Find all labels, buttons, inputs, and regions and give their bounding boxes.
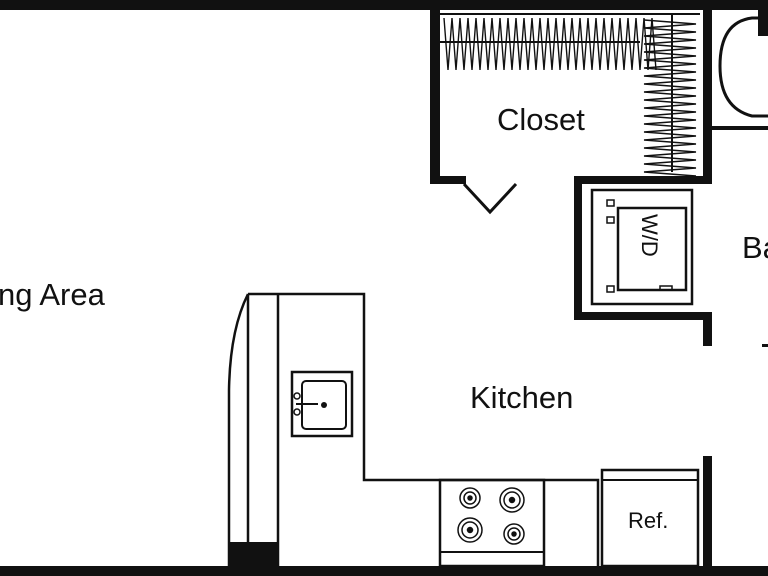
burner — [457, 487, 525, 545]
stove — [438, 478, 546, 568]
refrigerator — [600, 468, 700, 568]
kitchen-counter — [227, 292, 600, 566]
washer-dryer-label: W/D — [637, 214, 662, 257]
sink — [290, 370, 354, 438]
kitchen-label: Kitchen — [470, 380, 573, 415]
living-area-label: ng Area — [0, 277, 106, 312]
counter-end-block — [229, 542, 279, 566]
bathtub — [712, 16, 768, 130]
bath-label: Ba — [742, 230, 768, 265]
closet-label: Closet — [497, 102, 585, 137]
closet-rod — [440, 13, 700, 177]
refrigerator-label: Ref. — [628, 508, 668, 533]
closet-door-swing — [462, 182, 518, 215]
bath-walls — [574, 176, 768, 566]
closet-walls — [430, 0, 712, 184]
washer-dryer-unit — [590, 188, 694, 306]
